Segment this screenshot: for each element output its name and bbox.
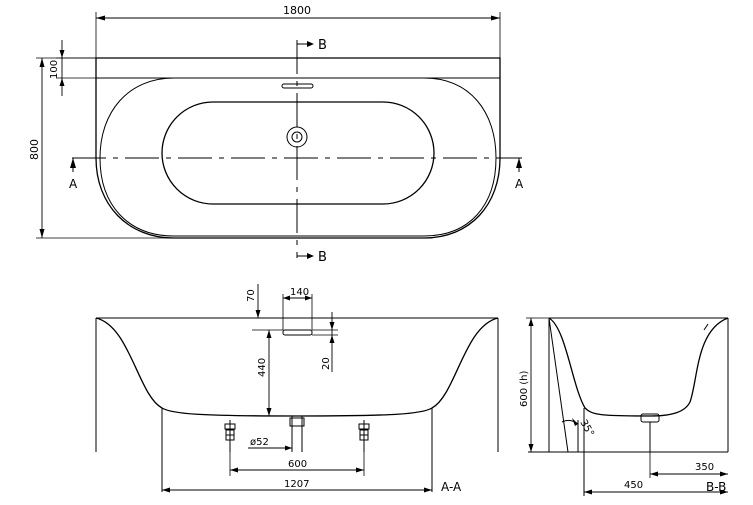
- bb-backrest-slope: [548, 317, 569, 453]
- plan-drain-inner: [291, 131, 303, 143]
- bb-angle-arrow: [572, 418, 578, 426]
- bb-drain: [640, 413, 660, 423]
- plan-rim-inner-edge: [99, 77, 497, 237]
- section-bb-view: 600 (h) 35° 350 450 B-B: [519, 317, 729, 496]
- section-b-top-label: B: [318, 38, 327, 53]
- dim-600h-arrow-top: [528, 318, 534, 326]
- plan-inner-basin: [161, 101, 435, 205]
- aa-drain-pipe: [289, 415, 305, 452]
- dim-600-arrow-right: [356, 467, 364, 473]
- dim-600h-label: 600 (h): [519, 370, 530, 407]
- dim-20-arrow-top: [329, 322, 335, 330]
- dim-1207-arrow-right: [424, 487, 432, 493]
- dim-800-label: 800: [28, 139, 41, 160]
- dim-450-arrow-right: [720, 489, 728, 495]
- aa-overflow: [282, 329, 313, 336]
- section-aa-view: 140 70 440 20 ø52 600 120: [95, 284, 499, 494]
- dim-600-arrow-left: [230, 467, 238, 473]
- section-b-top-arrowhead: [307, 41, 314, 47]
- dim-350-label: 350: [695, 462, 714, 473]
- dim-350-arrow-right: [720, 471, 728, 477]
- section-aa-label: A-A: [441, 480, 462, 494]
- dim-70-arrow: [255, 310, 261, 318]
- section-bb-label: B-B: [706, 480, 726, 494]
- dim-440-arrow-bottom: [266, 408, 272, 416]
- dim-100-arrow-bottom: [59, 78, 65, 86]
- dim-100-arrow-top: [59, 50, 65, 58]
- dim-600h-arrow-bottom: [528, 444, 534, 452]
- dim-20-arrow-bottom: [329, 335, 335, 343]
- aa-left-foot: [224, 420, 236, 452]
- dim-140-label: 140: [290, 287, 309, 298]
- dim-800-arrow-top: [39, 58, 45, 67]
- dim-140-arrow-left: [283, 295, 290, 301]
- dim-35-label: 35°: [577, 418, 595, 439]
- section-b-bottom-arrowhead: [307, 253, 314, 259]
- section-b-bottom-label: B: [318, 250, 327, 265]
- plan-view: B B A A 1800 800 100: [28, 4, 524, 265]
- dim-1800-arrow-right: [491, 15, 500, 21]
- dim-440-arrow-top: [266, 330, 272, 338]
- aa-drain-body: [289, 417, 305, 427]
- dim-1800-arrow-left: [96, 15, 105, 21]
- plan-outer-rim: [95, 57, 501, 239]
- aa-right-foot: [358, 420, 370, 452]
- bb-rim-tick: [703, 323, 709, 331]
- dim-1800-label: 1800: [283, 4, 311, 17]
- dim-70-label: 70: [246, 289, 257, 302]
- dim-20-label: 20: [321, 357, 332, 370]
- dim-800-arrow-bottom: [39, 229, 45, 238]
- dim-450-arrow-left: [584, 489, 592, 495]
- aa-tub-profile: [95, 317, 499, 417]
- dim-600-label: 600: [288, 459, 307, 470]
- section-a-right-label: A: [515, 177, 524, 191]
- dim-450-label: 450: [624, 480, 643, 491]
- dim-100-label: 100: [49, 60, 60, 79]
- dim-350-arrow-left: [650, 471, 658, 477]
- dim-1207-arrow-left: [162, 487, 170, 493]
- dim-52-label: ø52: [250, 437, 269, 448]
- dim-440-label: 440: [257, 358, 268, 377]
- dim-52-arrow: [285, 445, 292, 451]
- bb-tub-profile: [548, 317, 729, 417]
- section-a-left-label: A: [69, 177, 78, 191]
- dim-1207-label: 1207: [284, 479, 309, 490]
- dim-140-arrow-right: [305, 295, 312, 301]
